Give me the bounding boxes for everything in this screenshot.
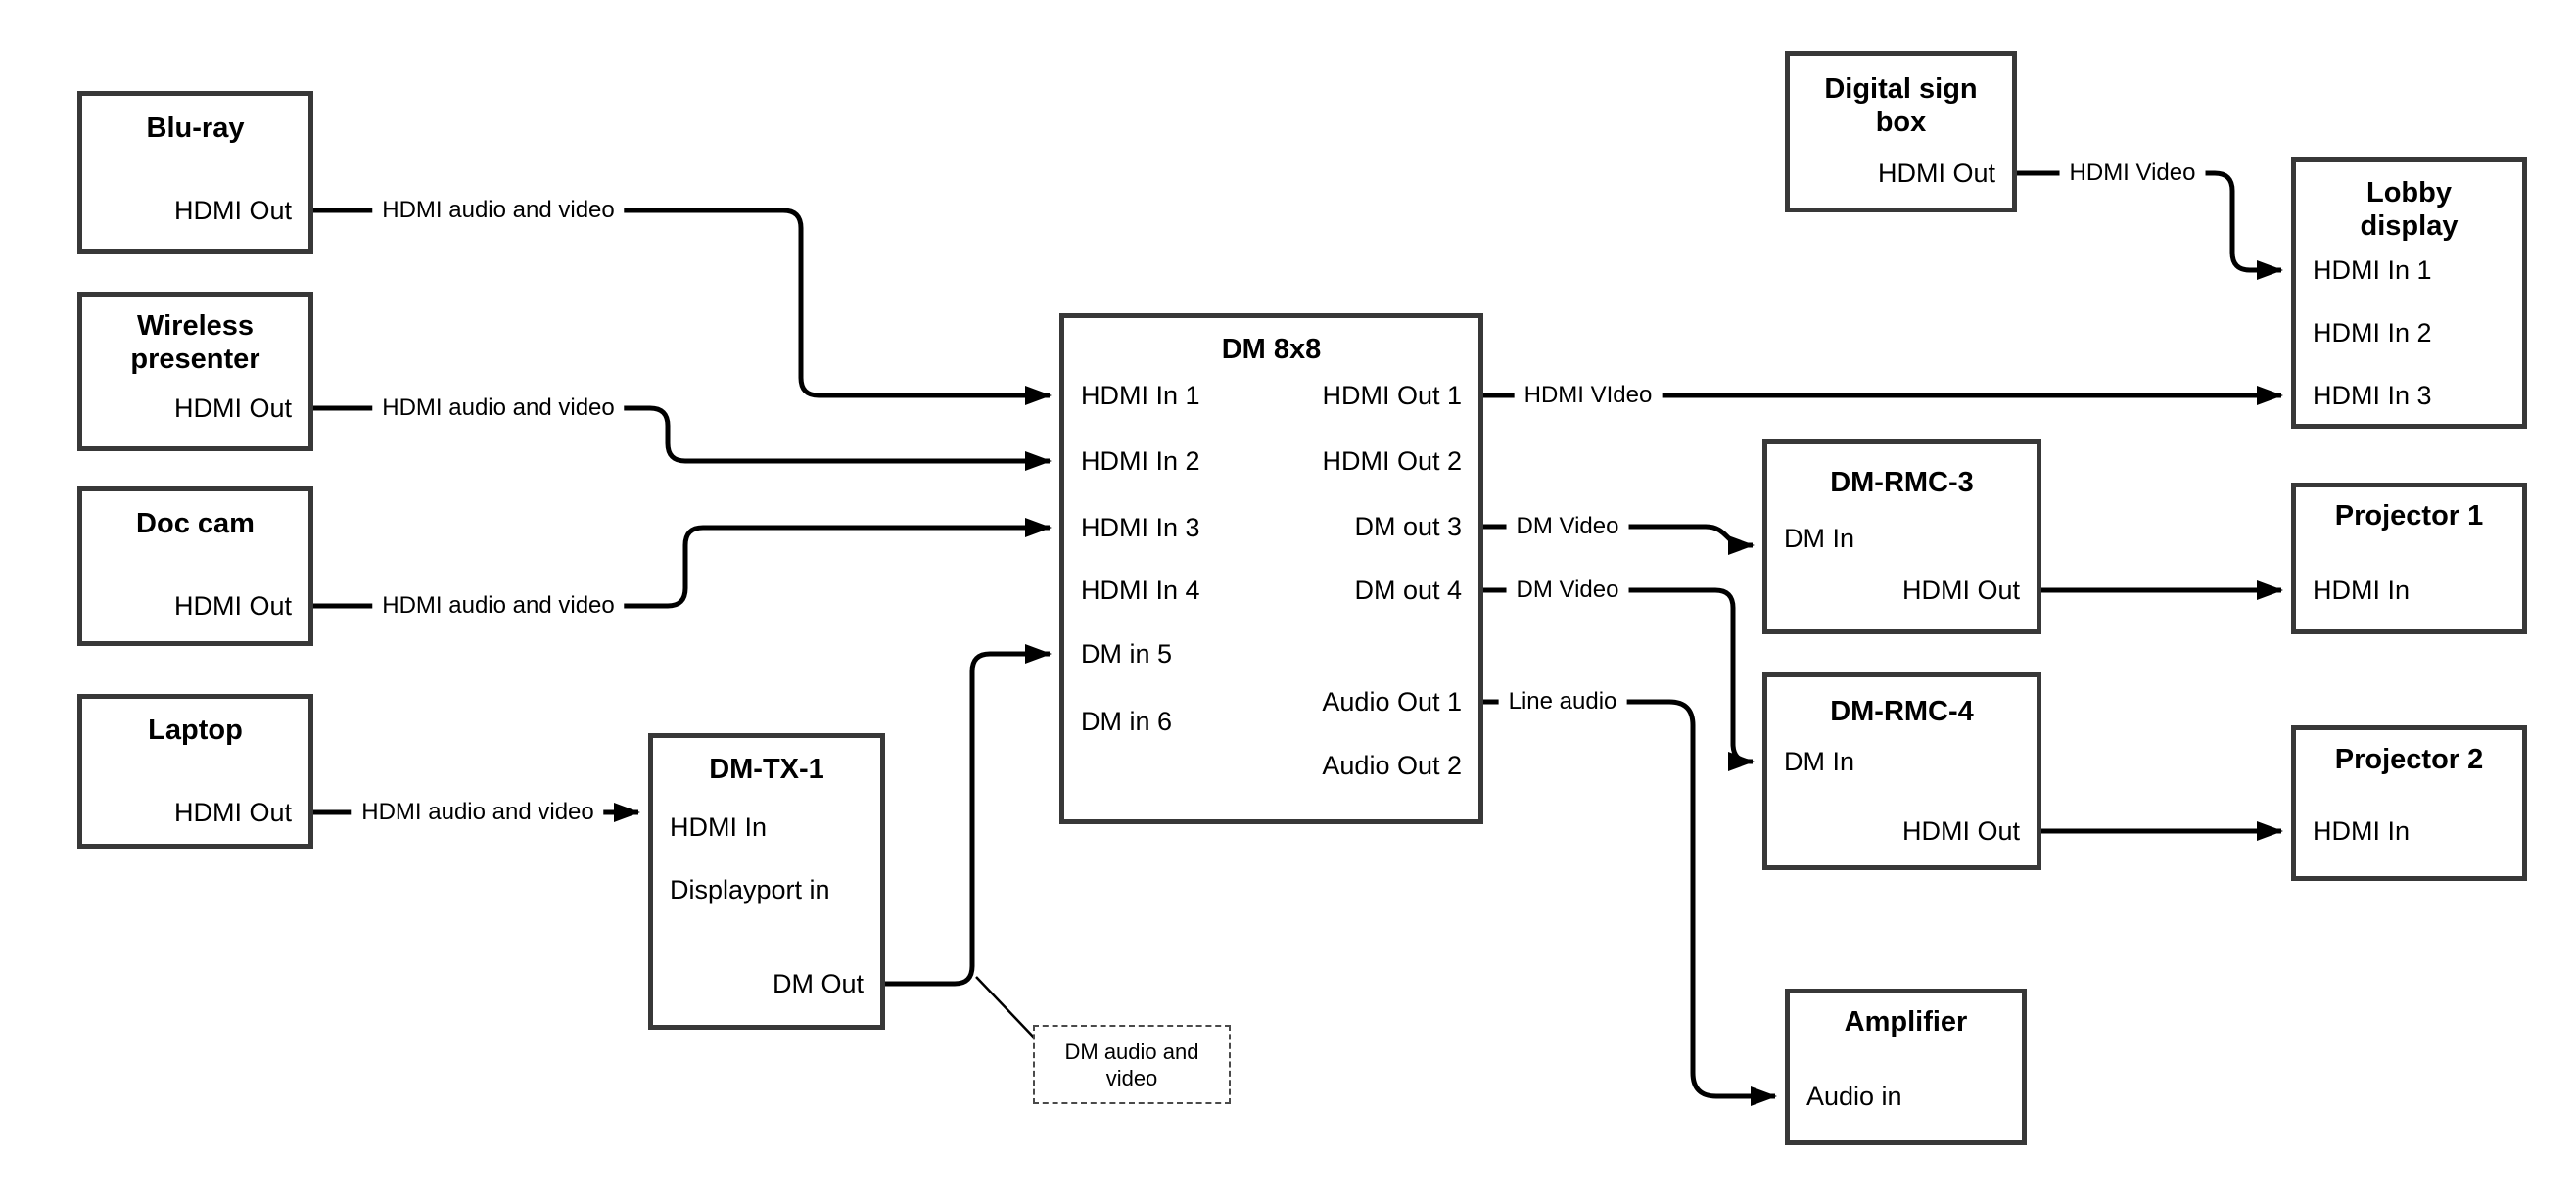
port-hdmi-out: HDMI Out xyxy=(173,196,292,225)
port-hdmi-in-3: HDMI In 3 xyxy=(1081,513,1200,542)
port-hdmi-in-1: HDMI In 1 xyxy=(1081,381,1200,410)
wire-annotation-callout xyxy=(975,976,1037,1040)
node-title-line: DM-TX-1 xyxy=(709,754,824,785)
port-dm-out: DM Out xyxy=(772,969,864,998)
node-title-line: Blu-ray xyxy=(146,113,245,144)
annotation-dm-audio-video: DM audio and video xyxy=(1033,1025,1231,1104)
node-projector-2: Projector 2 HDMI In xyxy=(2291,725,2527,881)
node-title-line: DM-RMC-3 xyxy=(1830,467,1974,498)
port-hdmi-in-2: HDMI In 2 xyxy=(2313,318,2432,347)
port-hdmi-out: HDMI Out xyxy=(173,591,292,621)
node-title-line: Amplifier xyxy=(1844,1006,1968,1038)
wire-label: HDMI VIdeo xyxy=(1514,381,1663,410)
node-dm-rmc-4: DM-RMC-4 DM In HDMI Out xyxy=(1762,672,2041,870)
port-hdmi-out: HDMI Out xyxy=(1901,816,2020,846)
node-title: Amplifier xyxy=(1790,1005,2022,1039)
port-dm-out-4: DM out 4 xyxy=(1354,576,1462,605)
port-displayport-in: Displayport in xyxy=(670,875,830,904)
port-hdmi-out: HDMI Out xyxy=(1877,159,1995,188)
node-title-line: Projector 1 xyxy=(2334,500,2484,531)
wire-label: HDMI audio and video xyxy=(372,591,625,621)
wire-doccam-to-dm8x8-in3 xyxy=(313,518,1052,609)
annotation-text: DM audio and xyxy=(1064,1039,1199,1064)
node-title: DM 8x8 xyxy=(1064,333,1478,366)
node-title: Laptop xyxy=(82,714,308,747)
node-title: Projector 1 xyxy=(2296,499,2522,532)
port-hdmi-in-4: HDMI In 4 xyxy=(1081,576,1200,605)
wire-digitalsign-to-lobby-in1 xyxy=(2017,170,2283,280)
node-title-line: box xyxy=(1875,107,1927,138)
port-hdmi-in: HDMI In xyxy=(670,812,768,842)
wire-dmtx1-to-dm8x8-in5 xyxy=(885,644,1052,987)
port-hdmi-out-2: HDMI Out 2 xyxy=(1322,446,1462,476)
node-title-line: Wireless xyxy=(136,310,255,342)
node-projector-1: Projector 1 HDMI In xyxy=(2291,483,2527,634)
node-title-line: presenter xyxy=(130,344,260,375)
port-hdmi-in-2: HDMI In 2 xyxy=(1081,446,1200,476)
wire-label: HDMI audio and video xyxy=(372,393,625,423)
node-dm-rmc-3: DM-RMC-3 DM In HDMI Out xyxy=(1762,439,2041,634)
port-dm-in: DM In xyxy=(1784,747,1855,776)
node-title-line: Lobby xyxy=(2366,177,2452,208)
wire-label: DM Video xyxy=(1506,576,1629,605)
port-hdmi-out: HDMI Out xyxy=(1901,576,2020,605)
port-audio-out-1: Audio Out 1 xyxy=(1322,687,1462,716)
port-hdmi-out-1: HDMI Out 1 xyxy=(1322,381,1462,410)
port-dm-in: DM In xyxy=(1784,524,1855,553)
port-dm-in-6: DM in 6 xyxy=(1081,707,1173,736)
node-title: Projector 2 xyxy=(2296,743,2522,776)
wire-dm8x8-audio1-to-amplifier xyxy=(1483,699,1777,1106)
wire-bluray-to-dm8x8-in1 xyxy=(313,208,1052,405)
port-hdmi-in-3: HDMI In 3 xyxy=(2313,381,2432,410)
port-audio-out-2: Audio Out 2 xyxy=(1322,751,1462,780)
node-title-line: Doc cam xyxy=(136,508,255,539)
node-title-line: display xyxy=(2360,210,2459,242)
node-title-line: DM-RMC-4 xyxy=(1830,696,1974,727)
port-dm-in-5: DM in 5 xyxy=(1081,639,1173,669)
wire-label: HDMI audio and video xyxy=(351,798,604,827)
node-title-line: Laptop xyxy=(148,715,243,746)
node-title: Doc cam xyxy=(82,507,308,540)
annotation-text: video xyxy=(1105,1065,1158,1090)
node-title-line: DM 8x8 xyxy=(1221,334,1322,365)
wire-dm8x8-out3-to-rmc3 xyxy=(1483,524,1755,555)
node-title: DM-RMC-4 xyxy=(1767,695,2037,728)
wire-dm8x8-out4-to-rmc4 xyxy=(1483,587,1755,771)
wire-label: HDMI audio and video xyxy=(372,196,625,225)
node-title: DM-TX-1 xyxy=(653,753,880,786)
wire-label: HDMI Video xyxy=(2059,159,2206,188)
port-hdmi-out: HDMI Out xyxy=(173,393,292,423)
port-hdmi-in: HDMI In xyxy=(2313,816,2411,846)
port-hdmi-in-1: HDMI In 1 xyxy=(2313,255,2432,285)
port-dm-out-3: DM out 3 xyxy=(1354,512,1462,541)
node-title-line: Digital sign xyxy=(1824,73,1978,105)
wire-label: Line audio xyxy=(1498,687,1627,716)
wire-label: DM Video xyxy=(1506,512,1629,541)
port-hdmi-in: HDMI In xyxy=(2313,576,2411,605)
port-hdmi-out: HDMI Out xyxy=(173,798,292,827)
node-title: Blu-ray xyxy=(82,112,308,145)
node-title: DM-RMC-3 xyxy=(1767,466,2037,499)
node-title-line: Projector 2 xyxy=(2334,744,2484,775)
port-audio-in: Audio in xyxy=(1806,1082,1902,1111)
wire-wireless-to-dm8x8-in2 xyxy=(313,405,1052,471)
